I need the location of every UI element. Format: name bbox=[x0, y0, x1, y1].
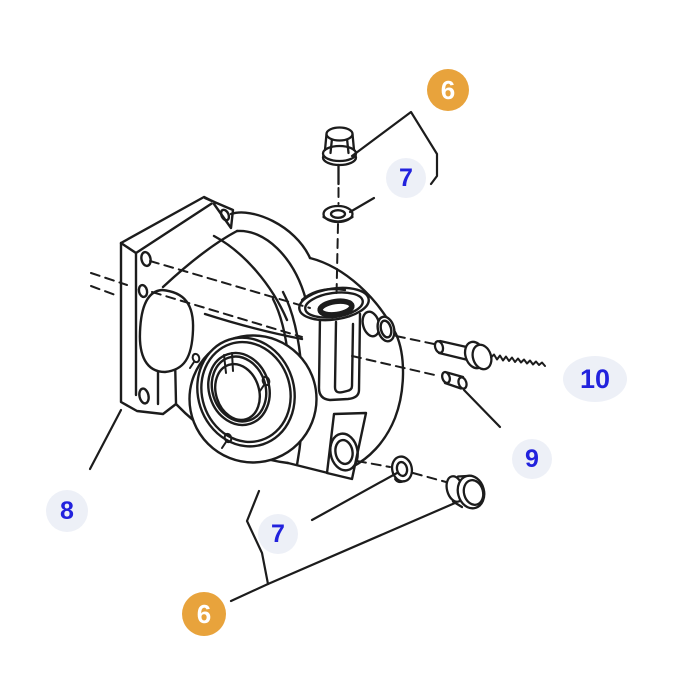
callout-7-bottom[interactable]: 7 bbox=[258, 514, 298, 554]
leader-lines bbox=[88, 110, 502, 603]
leader-plug-bottom bbox=[229, 501, 457, 603]
callout-7-top[interactable]: 7 bbox=[386, 158, 426, 198]
assembly-axis-lines bbox=[90, 187, 447, 483]
leader-washer-top bbox=[348, 196, 376, 214]
hex-flange-bolt-top bbox=[321, 126, 358, 186]
bottom-ear bbox=[325, 411, 368, 481]
leader-washer-bottom bbox=[310, 471, 399, 522]
front-ring bbox=[188, 334, 318, 464]
callout-9[interactable]: 9 bbox=[512, 439, 552, 479]
housing-body bbox=[119, 195, 405, 481]
sealing-washer-bottom bbox=[390, 455, 414, 484]
leader-bolt-top bbox=[350, 110, 439, 186]
flange-pipe bbox=[138, 229, 290, 465]
callout-6-top[interactable]: 6 bbox=[427, 69, 469, 111]
mounting-flange bbox=[119, 195, 235, 416]
callout-10[interactable]: 10 bbox=[563, 356, 627, 402]
callout-6-bottom[interactable]: 6 bbox=[182, 592, 226, 636]
top-port bbox=[298, 286, 370, 322]
leader-stud bbox=[462, 388, 502, 429]
sealing-washer-top bbox=[322, 204, 354, 224]
leader-bracket-bottom bbox=[245, 489, 270, 586]
hex-plug-bottom bbox=[445, 474, 486, 510]
dome-elbow bbox=[203, 211, 312, 341]
stud-pin-right bbox=[441, 370, 468, 390]
callout-8[interactable]: 8 bbox=[46, 490, 88, 532]
threaded-bolt-right bbox=[433, 339, 546, 371]
side-boss bbox=[361, 310, 396, 343]
leader-housing bbox=[88, 408, 123, 471]
